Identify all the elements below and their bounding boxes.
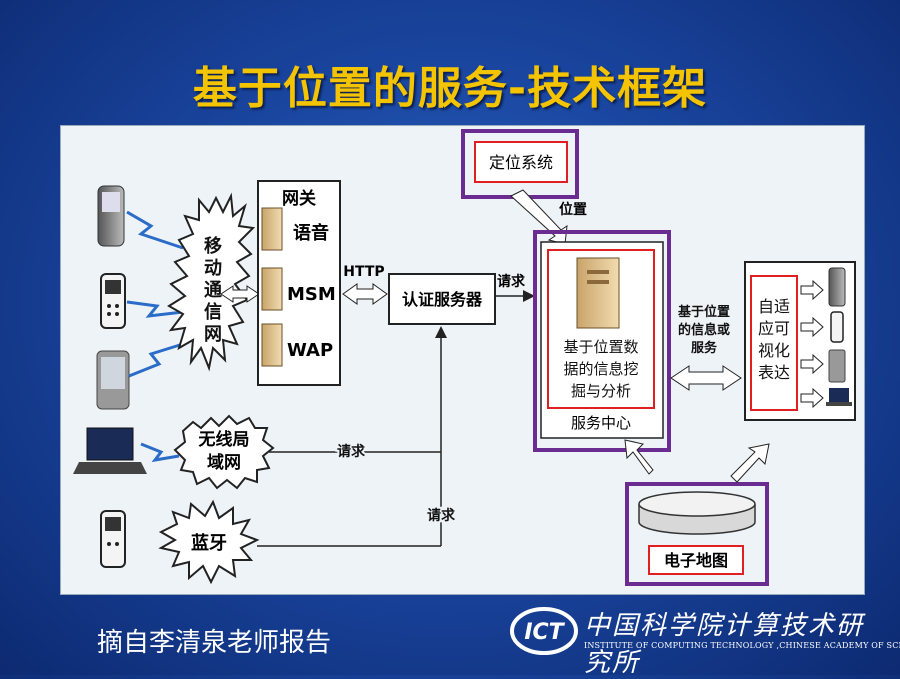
e-map-label: 电子地图	[664, 551, 728, 570]
slide-title: 基于位置的服务-技术框架	[192, 63, 708, 114]
bluetooth-shape	[158, 499, 260, 585]
gateway-item-msm: MSM	[287, 284, 336, 305]
ict-logo-en: INSTITUTE OF COMPUTING TECHNOLOGY ,CHINE…	[584, 641, 900, 650]
service-center-highlight	[533, 230, 671, 452]
info-service-line-2: 服务	[691, 340, 718, 356]
position-label: 位置	[559, 201, 587, 218]
request-label-top: 请求	[497, 273, 526, 290]
output-phone-icon-1	[828, 267, 846, 307]
adaptive-line-3: 表达	[758, 363, 790, 382]
arrow-to-service-center	[523, 290, 535, 302]
server-icon-center	[576, 257, 620, 329]
adaptive-line-1: 应可	[758, 319, 790, 338]
mobile-network-char-3: 信	[204, 301, 222, 323]
output-pda-icon	[828, 349, 846, 383]
server-icon-msm	[261, 267, 283, 311]
e-map-highlight	[625, 482, 769, 586]
ict-logo-mark-icon: ICT	[510, 607, 578, 655]
phone-icon-3	[100, 510, 126, 568]
server-icon-voice	[261, 207, 283, 251]
server-icon-wap	[261, 323, 283, 367]
positioning-system-box	[474, 141, 568, 183]
gateway-item-voice: 语音	[293, 222, 329, 244]
phone-icon-2	[100, 273, 126, 329]
adaptive-line-0: 自适	[758, 297, 790, 316]
gateway-title: 网关	[282, 188, 316, 209]
footer-source: 摘自李清泉老师报告	[97, 628, 332, 658]
data-mining-line-2: 掘与分析	[571, 382, 631, 400]
http-label: HTTP	[343, 264, 384, 280]
info-service-line-1: 的信息或	[678, 322, 730, 338]
double-arrow-center-adaptive	[670, 365, 742, 391]
diagram-panel: 移 动 通 信 网 网关 语音 MSM WAP HTTP 认证服务器 请求 定位…	[60, 125, 865, 595]
database-disk-icon	[638, 491, 756, 535]
bluetooth-label: 蓝牙	[191, 533, 227, 554]
mobile-network-char-4: 网	[204, 324, 222, 345]
ict-logo-mark: ICT	[524, 620, 565, 645]
adaptive-visualization-box	[750, 275, 798, 411]
e-map-box	[648, 545, 744, 575]
mobile-network-char-0: 移	[204, 235, 222, 257]
wlan-shape	[173, 414, 275, 490]
laptop-icon	[73, 427, 147, 474]
wireless-signal-lines	[126, 210, 184, 463]
pda-icon	[96, 350, 130, 410]
mobile-network-shape	[167, 192, 256, 372]
auth-server-box	[388, 273, 496, 325]
info-service-line-0: 基于位置	[677, 304, 730, 320]
ict-logo: ICT 中国科学院计算技术研究所 INSTITUTE OF COMPUTING …	[510, 603, 900, 678]
data-mining-line-1: 据的信息挖	[563, 360, 638, 378]
mobile-network-char-1: 动	[204, 258, 222, 279]
service-center-label: 服务中心	[571, 414, 631, 432]
request-label-bluetooth: 请求	[427, 507, 456, 524]
output-laptop-icon	[826, 388, 852, 406]
adaptive-line-2: 视化	[758, 341, 790, 360]
wlan-line-0: 无线局	[198, 429, 250, 450]
positioning-system-label: 定位系统	[489, 153, 553, 172]
data-mining-line-0: 基于位置数	[563, 338, 638, 356]
phone-icon-1	[97, 185, 125, 247]
ict-logo-cn: 中国科学院计算技术研究所	[584, 611, 865, 678]
wlan-line-1: 域网	[207, 452, 241, 473]
map-arrows	[624, 439, 770, 483]
request-label-wlan: 请求	[337, 443, 366, 460]
output-phone-icon-2	[830, 311, 844, 343]
double-arrow-gateway-auth	[342, 283, 388, 305]
mobile-network-char-2: 通	[204, 280, 222, 301]
lbs-framework-diagram: 移 动 通 信 网 网关 语音 MSM WAP HTTP 认证服务器 请求 定位…	[73, 129, 856, 586]
output-arrows	[800, 279, 824, 409]
auth-server-label: 认证服务器	[402, 290, 483, 309]
gateway-item-wap: WAP	[287, 340, 333, 361]
